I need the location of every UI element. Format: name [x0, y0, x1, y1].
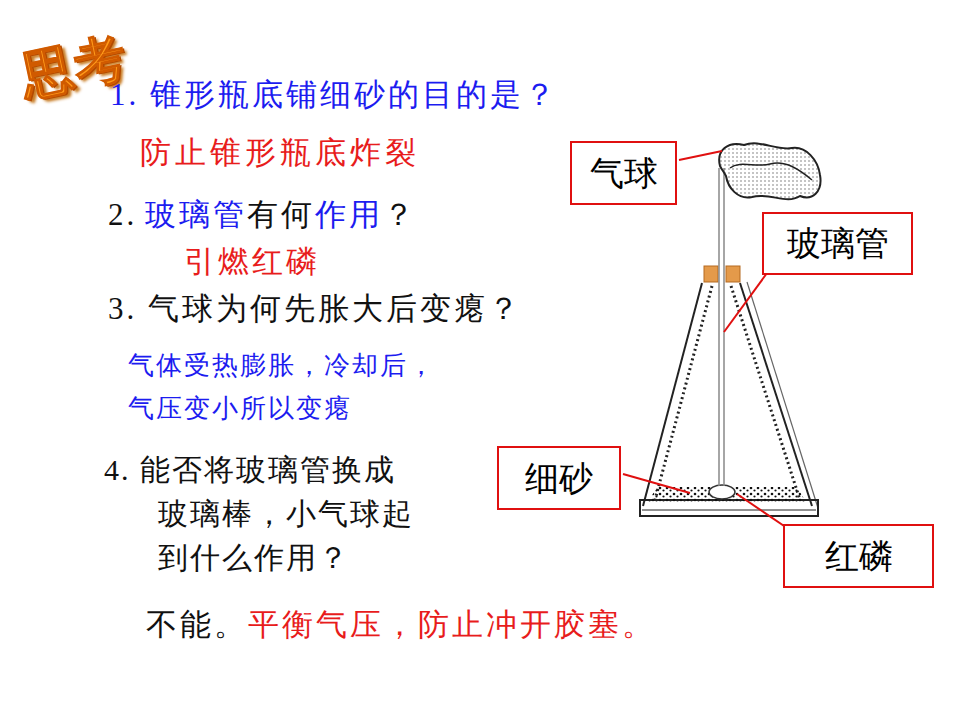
text-fragment: 2.	[108, 196, 137, 235]
text-fragment: ？	[383, 196, 417, 235]
text-fragment: 作用	[315, 196, 383, 235]
text-line: 3. 气球为何先胀大后变瘪？	[108, 290, 522, 329]
text-block: 气体受热膨胀，冷却后， 气压变小所以变瘪	[128, 344, 458, 430]
label-box: 细砂	[497, 446, 621, 510]
text-line: 1. 锥形瓶底铺细砂的目的是？	[110, 76, 558, 115]
part-name: 红磷	[825, 536, 893, 577]
text-fragment: 平衡气压，防止冲开胶塞。	[248, 606, 656, 645]
part-name: 细砂	[525, 458, 593, 499]
glass-tube	[719, 168, 724, 486]
text-fragment: 玻璃管	[145, 196, 247, 235]
text-fragment: 不能。	[146, 606, 248, 645]
part-name: 玻璃管	[787, 223, 889, 264]
balloon	[719, 143, 820, 199]
text-row: 2.玻璃管有何作用？	[108, 196, 417, 235]
label-box: 玻璃管	[762, 212, 913, 275]
text-fragment: 有何	[247, 196, 315, 235]
label-box: 红磷	[783, 524, 934, 588]
part-name: 气球	[590, 153, 658, 194]
leader-lines	[623, 151, 790, 530]
stopper	[704, 266, 740, 282]
label-box: 气球	[570, 141, 677, 205]
text-line: 防止锥形瓶底炸裂	[140, 134, 420, 173]
text-row: 不能。平衡气压，防止冲开胶塞。	[146, 606, 656, 645]
flask	[640, 282, 818, 516]
text-block: 4. 能否将玻璃管换成 玻璃棒，小气球起 到什么作用？	[104, 448, 460, 580]
text-line: 引燃红磷	[184, 243, 320, 282]
phosphorus	[709, 485, 735, 499]
